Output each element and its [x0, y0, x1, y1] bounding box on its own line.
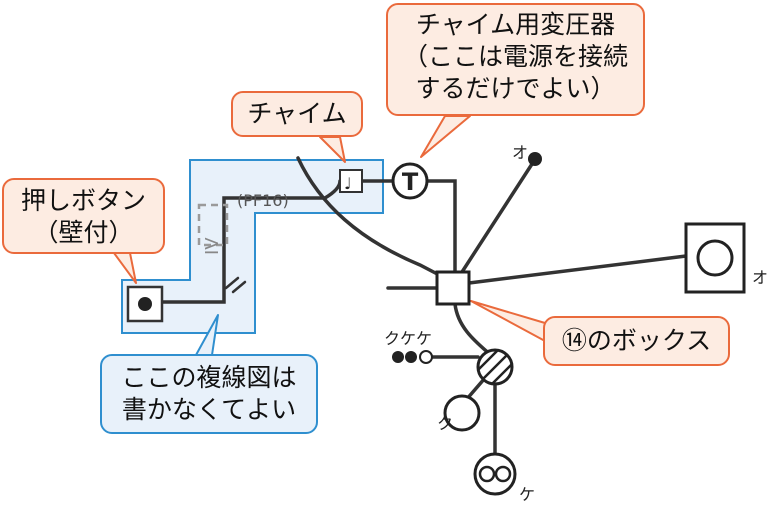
wall-light-o-icon: [696, 239, 734, 277]
light-ku-icon: [443, 394, 481, 432]
dashed-box-outline: [197, 203, 229, 247]
conduit-label: (PF16): [237, 191, 289, 210]
wall-light-o-frame: [684, 222, 746, 294]
box14-callout: ⑭のボックス: [543, 316, 730, 366]
box-to-o-right-wire: [467, 254, 688, 285]
label-o-right: オ: [752, 268, 768, 287]
switch-ke2-icon: [419, 350, 433, 364]
cable-slash-marks: [224, 276, 247, 294]
transformer-callout-line-3: するだけでよい）: [415, 74, 616, 103]
label-ke: ケ: [519, 485, 535, 504]
label-ku: ク: [437, 414, 453, 433]
multiline-note-callout: ここの複線図は 書かなくてよい: [100, 354, 318, 434]
box14-callout-line-1: ⑭のボックス: [561, 326, 712, 355]
transformer-symbol: T: [402, 168, 419, 196]
junction-box-14: [435, 270, 471, 306]
no-multiline-region: [121, 159, 384, 334]
light-ke-inner-right-icon: [494, 465, 512, 483]
light-ke-inner-left-icon: [478, 465, 496, 483]
transformer-box-wire: [426, 179, 457, 274]
chime-icon: ♩: [344, 174, 352, 193]
push-button-icon: [138, 297, 152, 311]
transformer-circle: [391, 162, 429, 200]
push-button-callout-line-1: 押しボタン: [20, 186, 146, 215]
cable-label: IV: [202, 237, 223, 255]
push-button-callout-line-2: （壁付）: [33, 218, 134, 247]
multiline-note-line-1: ここの複線図は: [121, 363, 297, 392]
label-o-top: オ: [512, 143, 528, 162]
transformer-callout-line-2: （ここは電源を接続: [402, 42, 628, 71]
switch-ku-icon: [392, 351, 404, 363]
chime-wire: [296, 156, 447, 280]
ceiling-light-o-icon: [528, 152, 542, 166]
box-to-junction-wire: [453, 302, 495, 359]
push-button-callout-tail: [113, 252, 137, 284]
label-kukeke: クケケ: [384, 329, 432, 348]
chime-box: [339, 169, 363, 193]
chime-callout: チャイム: [231, 91, 363, 137]
chime-callout-tail: [319, 136, 346, 163]
multiline-note-line-2: 書かなくてよい: [121, 395, 297, 424]
transformer-callout: チャイム用変圧器 （ここは電源を接続 するだけでよい）: [386, 3, 645, 116]
box14-callout-tail: [470, 300, 546, 342]
transformer-callout-tail: [420, 115, 471, 158]
push-button-callout: 押しボタン （壁付）: [2, 178, 165, 254]
switch-ke1-icon: [405, 351, 417, 363]
transformer-callout-line-1: チャイム用変圧器: [415, 10, 616, 39]
chime-callout-line-1: チャイム: [247, 99, 347, 128]
box-to-o-top-wire: [460, 162, 534, 274]
